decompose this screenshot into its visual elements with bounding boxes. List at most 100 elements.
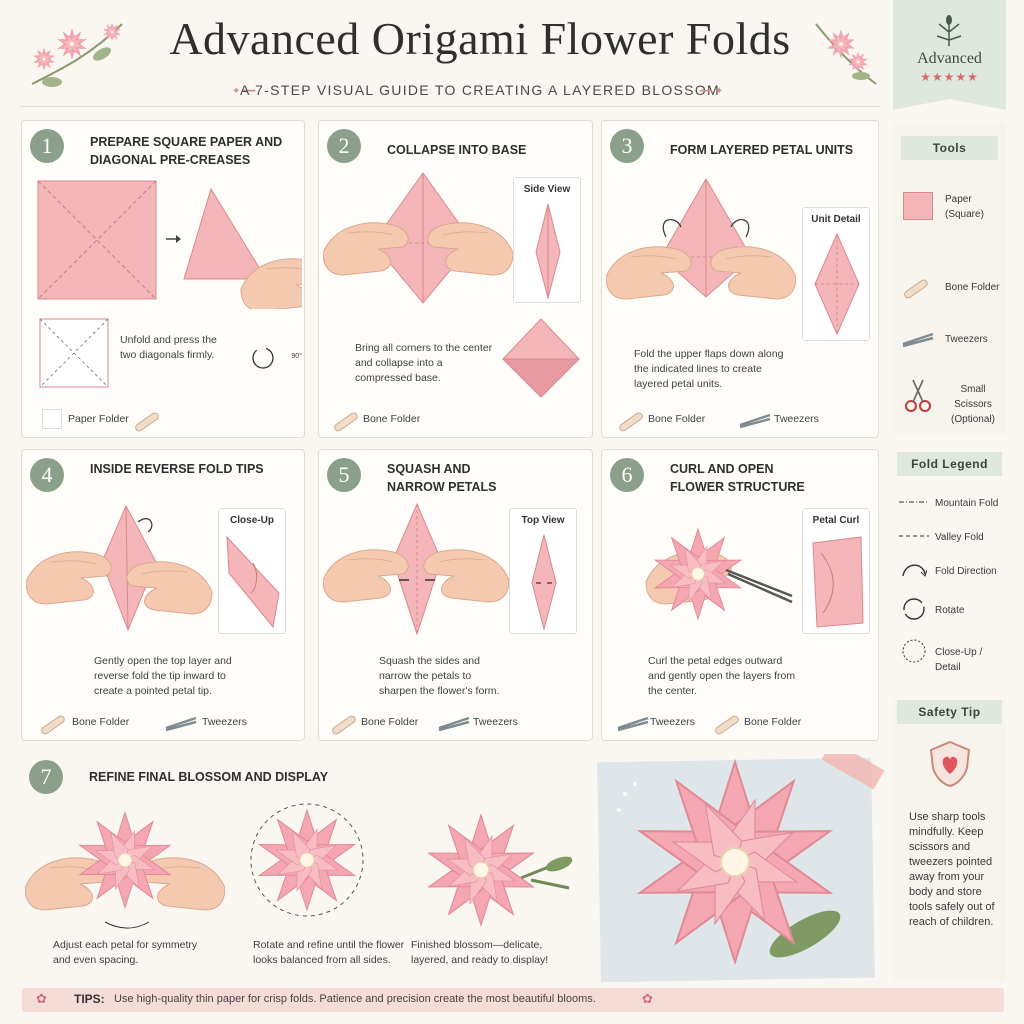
inset-label: Side View	[523, 184, 571, 195]
side-view-illustration	[535, 203, 561, 300]
legend-label: Valley Fold	[935, 532, 984, 543]
legend-label: Mountain Fold	[935, 498, 999, 509]
tool-label: Paper Folder	[68, 413, 129, 425]
step-card-3: 3 Form Layered Petal Units Unit Detail F…	[601, 120, 879, 438]
tool-label: Bone Folder	[363, 413, 421, 425]
legend-label: Close-Up / Detail	[935, 647, 983, 673]
rotate-refine-illustration	[250, 803, 364, 917]
step-card-4: 4 Inside Reverse Fold Tips Close-Up Gent…	[21, 449, 305, 741]
step-title: Collapse Into Base	[387, 143, 527, 157]
tweezers-icon	[164, 716, 198, 732]
step-description: Unfold and press the two diagonals firml…	[120, 334, 217, 361]
fold-direction-icon	[902, 564, 927, 577]
squash-petals-illustration	[323, 502, 509, 636]
fold-legend-panel: Fold Legend Mountain Fold Valley Fold Fo…	[893, 450, 1006, 690]
step-card-5: 5 Squash and Narrow Petals Top View Squa…	[318, 449, 593, 741]
cherry-blossom-branch-left-icon	[31, 22, 123, 87]
paper-icon	[903, 192, 933, 220]
creased-square-illustration	[39, 318, 109, 388]
tweezers-icon	[901, 332, 935, 348]
step-description: Curl the petal edges outward and gently …	[648, 655, 796, 697]
paper-folder-icon	[42, 409, 62, 429]
final-blossom-photo	[597, 754, 885, 982]
divider-ornament-icon: ━━ ✦	[700, 86, 724, 97]
step-title: Inside Reverse Fold Tips	[90, 462, 264, 476]
step-card-7: 7 Refine Final Blossom and Display Adjus…	[21, 752, 885, 982]
tips-bar: ✿ TIPS: Use high-quality thin paper for …	[22, 988, 1004, 1012]
tool-label: Tweezers	[202, 716, 247, 728]
step-description: Squash the sides and narrow the petals t…	[379, 655, 500, 697]
tool-label: Bone Folder	[648, 413, 706, 425]
bone-folder-icon	[133, 411, 161, 433]
step-number: 1	[30, 129, 64, 163]
cherry-blossom-branch-right-icon	[815, 23, 877, 85]
page-title: Advanced Origami Flower Folds	[169, 13, 791, 64]
reverse-fold-illustration	[26, 504, 213, 632]
step-caption: Adjust each petal for symmetry and even …	[53, 939, 198, 966]
tool-name: Small Scissors (Optional)	[951, 384, 995, 425]
tool-name: Paper (Square)	[945, 194, 984, 220]
difficulty-stars: ★★★★★	[920, 70, 979, 84]
petal-units-illustration	[606, 177, 796, 300]
compressed-base-illustration	[501, 318, 581, 398]
step-number: 7	[29, 760, 63, 794]
step-number: 5	[327, 458, 361, 492]
petal-curl-inset: Petal Curl	[802, 508, 870, 634]
tool-label: Bone Folder	[72, 716, 130, 728]
collapse-base-illustration	[323, 173, 513, 304]
mountain-fold-icon	[899, 501, 929, 503]
tool-name: Bone Folder	[945, 282, 1000, 293]
side-view-inset: Side View	[513, 177, 581, 303]
header-divider	[20, 106, 880, 107]
difficulty-ribbon: Advanced ★★★★★	[893, 0, 1006, 110]
step-description: Fold the upper flaps down along the indi…	[634, 348, 784, 390]
step-number: 6	[610, 458, 644, 492]
step-card-2: 2 Collapse Into Base Side View Bring all…	[318, 120, 593, 438]
header: Advanced Origami Flower Folds ✦ ━━ A 7-S…	[0, 0, 885, 108]
scissors-icon	[905, 379, 931, 412]
blossom-icon: ✿	[36, 991, 47, 1006]
paper-square-illustration	[37, 180, 302, 309]
blossom-icon: ✿	[642, 991, 653, 1006]
close-up-detail-icon	[902, 639, 926, 663]
top-view-inset: Top View	[509, 508, 577, 634]
tweezers-icon	[738, 413, 772, 429]
tool-label: Tweezers	[774, 413, 819, 425]
rotate-icon	[252, 347, 274, 369]
difficulty-label: Advanced	[917, 50, 982, 67]
tweezers-icon	[616, 716, 650, 732]
step-card-6: 6 Curl and Open Flower Structure Petal C…	[601, 449, 879, 741]
inset-label: Petal Curl	[812, 515, 860, 526]
top-view-illustration	[531, 534, 557, 631]
legend-label: Rotate	[935, 605, 965, 616]
step-description: Bring all corners to the center and coll…	[355, 342, 493, 384]
page-subtitle: A 7-Step Visual Guide to Creating a Laye…	[240, 82, 720, 98]
open-flower-illustration	[645, 528, 793, 620]
close-up-inset: Close-Up	[218, 508, 286, 634]
rotate-label: 90°	[291, 353, 302, 360]
bone-folder-icon	[902, 278, 930, 300]
step-description: Gently open the top layer and reverse fo…	[94, 655, 232, 697]
step-title: Form Layered Petal Units	[670, 143, 854, 157]
tools-panel: Tools Paper (Square) Bone Folder Tweezer…	[893, 122, 1006, 434]
petal-curl-illustration	[812, 536, 864, 628]
tips-text: Use high-quality thin paper for crisp fo…	[114, 993, 596, 1005]
step-title: Refine Final Blossom and Display	[89, 770, 329, 784]
step-number: 4	[30, 458, 64, 492]
step-title: Squash and Narrow Petals	[387, 462, 497, 494]
rotate-icon	[903, 598, 925, 620]
fold-legend-header: Fold Legend	[897, 452, 1002, 476]
adjust-petals-illustration	[25, 812, 225, 929]
step-caption: Finished blossom—delicate, layered, and …	[411, 939, 549, 966]
tool-label: Bone Folder	[361, 716, 419, 728]
step-number: 3	[610, 129, 644, 163]
inset-label: Unit Detail	[811, 214, 861, 225]
safety-tip-text: Use sharp tools mindfully. Keep scissors…	[909, 811, 995, 928]
safety-tip-panel: Safety Tip Use sharp tools mindfully. Ke…	[893, 700, 1006, 982]
step-title: Curl and Open Flower Structure	[670, 462, 805, 494]
leaf-sprig-icon	[936, 15, 962, 46]
tool-name: Tweezers	[945, 334, 988, 345]
unit-detail-illustration	[814, 232, 860, 336]
tools-header: Tools	[901, 136, 998, 160]
tweezers-icon	[437, 716, 471, 732]
